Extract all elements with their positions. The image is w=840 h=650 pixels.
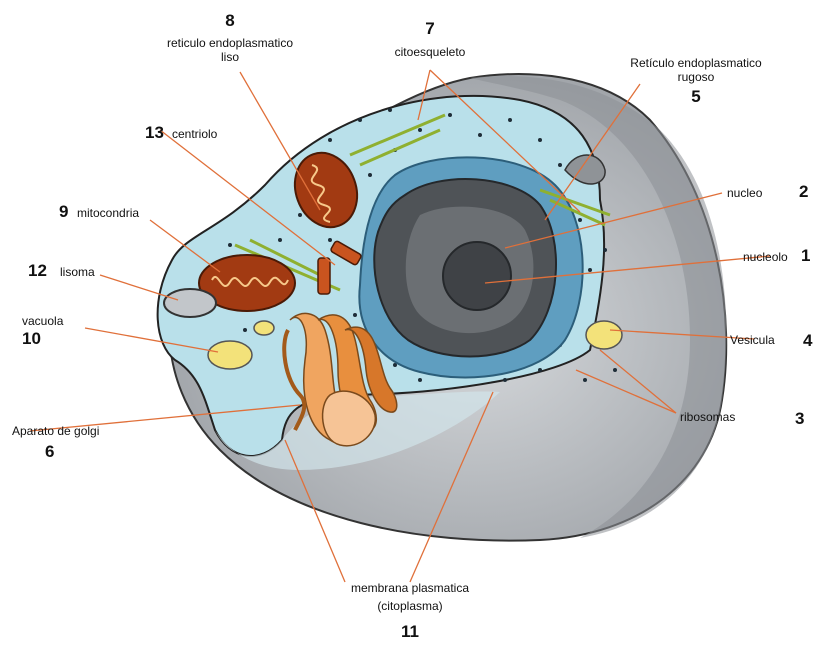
vesicle (586, 321, 622, 349)
label-membrana-line1: membrana plasmatica (310, 581, 510, 595)
label-vacuola: vacuola (22, 314, 63, 328)
label-membrana-line2: (citoplasma) (310, 599, 510, 613)
number-9: 9 (59, 203, 68, 221)
number-3: 3 (795, 410, 804, 428)
label-citoesqueleto: citoesqueleto (370, 45, 490, 59)
label-nucleo: nucleo (727, 186, 762, 200)
number-4: 4 (803, 332, 812, 350)
label-rel-line2: liso (140, 50, 320, 64)
number-8: 8 (180, 12, 280, 30)
number-7: 7 (380, 20, 480, 38)
number-10: 10 (22, 330, 41, 348)
label-centriolo: centriolo (172, 127, 217, 141)
nucleolus (443, 242, 511, 310)
number-11: 11 (310, 623, 510, 641)
number-1: 1 (801, 247, 810, 265)
number-5: 5 (596, 88, 796, 106)
label-rel-line1: reticulo endoplasmatico (140, 36, 320, 50)
label-vesicula: Vesicula (730, 333, 775, 347)
label-nucleolo-text: nucleolo (743, 250, 788, 264)
number-2: 2 (799, 183, 808, 201)
label-rer-line2: rugoso (596, 70, 796, 84)
lysosome (164, 289, 216, 317)
label-nucleolo: nucleolo (743, 250, 788, 264)
label-lisoma: lisoma (60, 265, 95, 279)
label-mitocondria: mitocondria (77, 206, 139, 220)
label-ribosomas: ribosomas (680, 410, 735, 424)
number-13: 13 (145, 124, 164, 142)
label-rer-line1: Retículo endoplasmatico (596, 56, 796, 70)
vacuole (208, 341, 252, 369)
vesicle-small (254, 321, 274, 335)
label-golgi: Aparato de golgi (12, 424, 99, 438)
number-6: 6 (45, 443, 54, 461)
number-12: 12 (28, 262, 47, 280)
